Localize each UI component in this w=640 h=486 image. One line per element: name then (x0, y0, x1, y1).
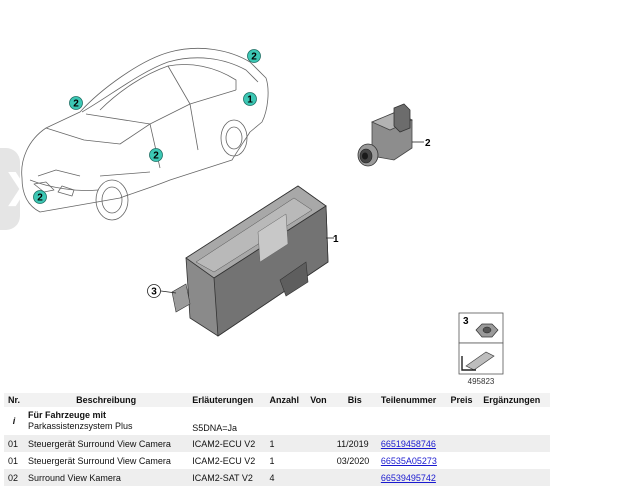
svg-text:1: 1 (333, 234, 339, 245)
car-position-markers: 2 2 1 2 2 (33, 49, 261, 204)
svg-text:2: 2 (251, 52, 257, 63)
marker-mirror-right: 2 (149, 148, 163, 162)
svg-text:3: 3 (463, 316, 469, 327)
header-part-number: Teilenummer (376, 393, 447, 407)
row-description: Surround View Kamera (24, 469, 189, 486)
table-info-row: i Für Fahrzeuge mit Parkassistenzsystem … (4, 407, 550, 435)
nut-icon (475, 323, 499, 338)
row-quantity: 1 (269, 455, 275, 466)
header-quantity: Anzahl (265, 393, 307, 407)
row-description: Steuergerät Surround View Camera (24, 435, 189, 452)
marker-rear-control-unit: 1 (243, 92, 257, 106)
header-explanation: Erläuterungen (188, 393, 266, 407)
marker-rear-top: 2 (247, 49, 261, 63)
row-from (306, 469, 333, 486)
header-to: Bis (332, 393, 377, 407)
svg-text:2: 2 (37, 193, 43, 204)
header-supplements: Ergänzungen (479, 393, 550, 407)
svg-text:3: 3 (151, 287, 157, 298)
previous-page-tab[interactable]: ❯ (0, 148, 32, 230)
row-explanation: ICAM2-ECU V2 (188, 435, 266, 452)
info-subtitle: Parkassistenzsystem Plus (28, 421, 133, 431)
svg-text:2: 2 (73, 99, 79, 110)
part-number-link[interactable]: 66519458746 (380, 438, 436, 449)
part-number-link[interactable]: 66539495742 (380, 472, 436, 483)
marker-front: 2 (33, 190, 47, 204)
car-illustration (21, 47, 269, 221)
table-row: 02 Surround View Kamera ICAM2-SAT V2 4 6… (4, 469, 550, 486)
chevron-right-icon: ❯ (3, 167, 32, 207)
parts-diagram: 2 2 1 2 2 2 (21, 47, 504, 386)
svg-text:2: 2 (153, 151, 159, 162)
camera-illustration: 2 (357, 103, 431, 167)
row-explanation: ICAM2-SAT V2 (188, 469, 266, 486)
row-to: 03/2020 (336, 455, 370, 466)
nut-callout: 3 (147, 284, 177, 298)
row-nr: 01 (8, 455, 19, 466)
table-row: 01 Steuergerät Surround View Camera ICAM… (4, 452, 550, 469)
svg-text:1: 1 (247, 95, 253, 106)
svg-text:2: 2 (425, 138, 431, 149)
control-unit-illustration: 1 (171, 185, 339, 337)
row-from (306, 435, 333, 452)
image-number: 495823 (468, 377, 495, 386)
row-nr: 02 (4, 469, 25, 486)
info-title: Für Fahrzeuge mit (28, 410, 107, 420)
info-explanation: S5DNA=Ja (192, 423, 237, 433)
marker-mirror-left: 2 (69, 96, 83, 110)
header-nr: Nr. (4, 393, 25, 407)
row-nr: 01 (4, 435, 25, 452)
row-quantity: 1 (265, 435, 307, 452)
row-quantity: 4 (265, 469, 307, 486)
table-header-row: Nr. Beschreibung Erläuterungen Anzahl Vo… (4, 393, 550, 407)
parts-table: Nr. Beschreibung Erläuterungen Anzahl Vo… (4, 393, 550, 486)
table-row: 01 Steuergerät Surround View Camera ICAM… (4, 435, 550, 452)
arrow-icon (461, 351, 495, 371)
legend-box: 3 495823 (458, 312, 504, 386)
header-description: Beschreibung (24, 393, 189, 407)
header-price: Preis (446, 393, 480, 407)
row-description: Steuergerät Surround View Camera (28, 455, 171, 466)
part-number-link[interactable]: 66535A05273 (380, 455, 437, 466)
row-to: 11/2019 (332, 435, 377, 452)
row-from (306, 452, 332, 469)
info-icon: i (12, 416, 16, 426)
row-explanation: ICAM2-ECU V2 (192, 455, 256, 466)
row-to (332, 469, 377, 486)
header-from: Von (306, 393, 333, 407)
